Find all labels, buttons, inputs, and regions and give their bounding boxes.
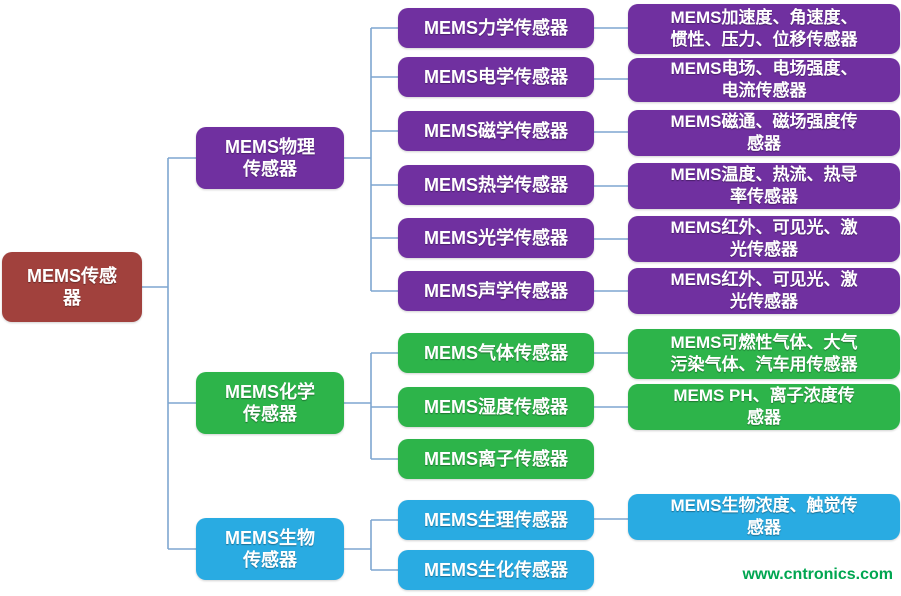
connector-physical-children [344,27,398,292]
node-detail-optical: MEMS红外、可见光、激 光传感器 [628,216,900,262]
node-category-physical: MEMS物理 传感器 [196,127,344,189]
connector-mid-details [594,27,628,520]
node-detail-magnetic: MEMS磁通、磁场强度传 感器 [628,110,900,156]
node-detail-acoustic: MEMS红外、可见光、激 光传感器 [628,268,900,314]
node-mechanical-sensor: MEMS力学传感器 [398,8,594,48]
node-detail-thermal: MEMS温度、热流、热导 率传感器 [628,163,900,209]
node-physiological-sensor: MEMS生理传感器 [398,500,594,540]
node-humidity-sensor: MEMS湿度传感器 [398,387,594,427]
node-thermal-sensor: MEMS热学传感器 [398,165,594,205]
node-detail-mechanical: MEMS加速度、角速度、 惯性、压力、位移传感器 [628,4,900,54]
node-optical-sensor: MEMS光学传感器 [398,218,594,258]
node-acoustic-sensor: MEMS声学传感器 [398,271,594,311]
node-category-biological: MEMS生物 传感器 [196,518,344,580]
node-magnetic-sensor: MEMS磁学传感器 [398,111,594,151]
connector-chemical-children [344,352,398,460]
node-detail-humidity: MEMS PH、离子浓度传 感器 [628,384,900,430]
node-biochemical-sensor: MEMS生化传感器 [398,550,594,590]
node-root-mems-sensor: MEMS传感 器 [2,252,142,322]
watermark-url: www.cntronics.com [742,566,893,583]
connector-biological-children [344,519,398,571]
connector-root-branches [142,157,196,550]
node-detail-gas: MEMS可燃性气体、大气 污染气体、汽车用传感器 [628,329,900,379]
node-detail-electrical: MEMS电场、电场强度、 电流传感器 [628,58,900,102]
node-detail-physiological: MEMS生物浓度、触觉传 感器 [628,494,900,540]
node-electrical-sensor: MEMS电学传感器 [398,57,594,97]
node-category-chemical: MEMS化学 传感器 [196,372,344,434]
node-gas-sensor: MEMS气体传感器 [398,333,594,373]
node-ion-sensor: MEMS离子传感器 [398,439,594,479]
